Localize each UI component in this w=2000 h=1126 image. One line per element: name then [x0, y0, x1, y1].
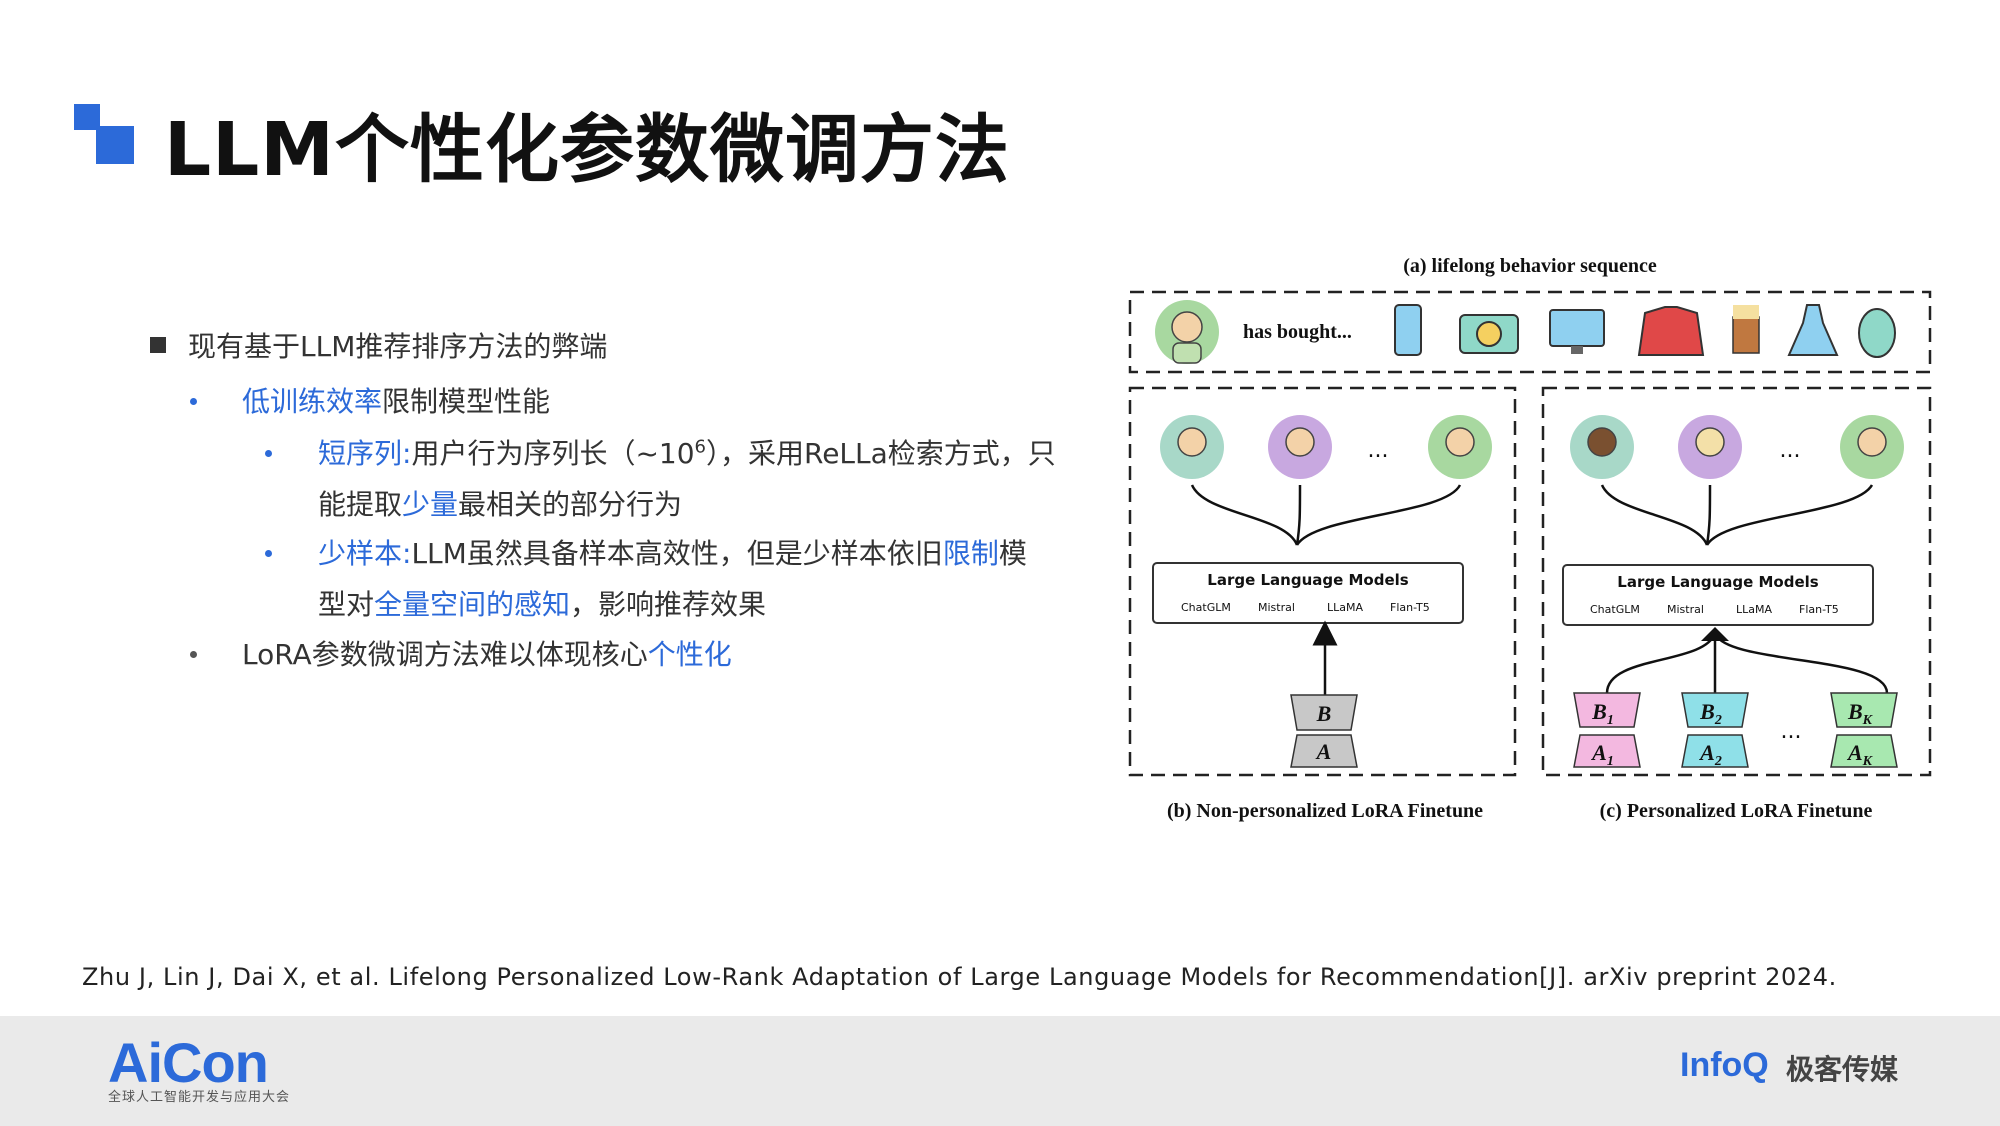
user-avatar-icon: [1160, 415, 1224, 479]
lora-a2-block: [1681, 734, 1749, 768]
has-bought-label: has bought...: [1243, 321, 1352, 343]
lora-a1-block: [1573, 734, 1641, 768]
camera-icon: [1459, 314, 1519, 354]
user-avatar-icon: [1678, 415, 1742, 479]
lora-b-block: [1290, 694, 1358, 731]
merge-arrows: [1190, 484, 1462, 546]
lora-ak-label: AK: [1846, 740, 1874, 769]
dot-bullet-icon: [190, 398, 197, 405]
reference-citation: Zhu J, Lin J, Dai X, et al. Lifelong Per…: [82, 963, 1837, 991]
user-avatar-icon: [1428, 415, 1492, 479]
non-personalized-box: [1128, 386, 1517, 777]
lora-a2-label: A2: [1698, 740, 1722, 769]
bullet-sub1: 低训练效率限制模型性能: [190, 380, 550, 420]
model-mistral-c: Mistral: [1667, 603, 1704, 616]
behavior-sequence-box: [1128, 290, 1932, 374]
lora-bk-label: BK: [1847, 699, 1874, 728]
lora-b-label: B: [1316, 701, 1332, 726]
user-avatar-icon: [1268, 415, 1332, 479]
aicon-logo: AiCon: [108, 1031, 269, 1094]
lora-b1-label: B1: [1591, 699, 1614, 728]
caption-c: (c) Personalized LoRA Finetune: [1600, 800, 1873, 822]
square-bullet-icon: [150, 337, 166, 353]
lora-a-label: A: [1315, 739, 1332, 764]
caption-a: (a) lifelong behavior sequence: [1403, 255, 1657, 277]
bullet-sub1a: 短序列:用户行为序列长（~106），采用ReLLa检索方式，只: [265, 432, 1085, 472]
infoq-logo: InfoQ: [1680, 1046, 1769, 1084]
phone-icon: [1394, 304, 1422, 356]
llm-box-title-c: Large Language Models: [1617, 573, 1819, 591]
bullet-sub1a-line2: 能提取少量最相关的部分行为: [318, 488, 683, 521]
lora-a-block: [1290, 734, 1358, 768]
model-flant5-c: Flan-T5: [1799, 603, 1839, 616]
dot-bullet-icon: [265, 450, 272, 457]
infoq-chinese-name: 极客传媒: [1786, 1053, 1899, 1086]
model-chatglm-c: ChatGLM: [1590, 603, 1640, 616]
ellipsis-label: ...: [1781, 719, 1802, 744]
page-title: LLM个性化参数微调方法: [164, 107, 1010, 193]
llm-box-b: [1152, 562, 1464, 624]
mouse-icon: [1858, 308, 1896, 358]
bullet-sub2: LoRA参数微调方法难以体现核心个性化: [190, 633, 732, 673]
user-avatar-icon: [1155, 300, 1219, 364]
bullet-sub1b-line2: 型对全量空间的感知，影响推荐效果: [318, 588, 767, 621]
dot-bullet-icon: [190, 651, 197, 658]
model-llama-b: LLaMA: [1327, 601, 1363, 614]
lora-a1-label: A1: [1590, 740, 1614, 769]
lora-ak-block: [1830, 734, 1898, 768]
user-avatar-icon: [1570, 415, 1634, 479]
title-decoration-icon: [74, 104, 134, 164]
lora-figure: (a) lifelong behavior sequence has bough…: [1128, 255, 1932, 822]
lora-bk-block: [1830, 692, 1898, 728]
split-arrows: [1605, 632, 1889, 694]
lora-b2-block: [1681, 692, 1749, 728]
ellipsis-label: ...: [1780, 438, 1801, 463]
chocolate-icon: [1732, 305, 1760, 354]
model-flant5-b: Flan-T5: [1390, 601, 1430, 614]
arrow-head: [1701, 627, 1729, 641]
personalized-box: [1541, 386, 1932, 777]
bullet-main: 现有基于LLM推荐排序方法的弊端: [150, 325, 607, 365]
llm-box-title-b: Large Language Models: [1207, 571, 1409, 589]
jacket-icon: [1637, 306, 1705, 356]
dress-icon: [1787, 304, 1839, 356]
model-chatglm-b: ChatGLM: [1181, 601, 1231, 614]
aicon-subtitle: 全球人工智能开发与应用大会: [108, 1090, 291, 1105]
lora-b2-label: B2: [1699, 699, 1722, 728]
llm-box-c: [1562, 564, 1874, 626]
model-llama-c: LLaMA: [1736, 603, 1772, 616]
dot-bullet-icon: [265, 550, 272, 557]
user-avatar-icon: [1840, 415, 1904, 479]
bullet-sub1b: 少样本:LLM虽然具备样本高效性，但是少样本依旧限制模: [265, 532, 1085, 572]
lora-b1-block: [1573, 692, 1641, 728]
merge-arrows: [1600, 484, 1874, 546]
caption-b: (b) Non-personalized LoRA Finetune: [1167, 800, 1483, 822]
footer-bar: [0, 1016, 2000, 1126]
ellipsis-label: ...: [1368, 438, 1389, 463]
model-mistral-b: Mistral: [1258, 601, 1295, 614]
monitor-icon: [1549, 309, 1605, 354]
